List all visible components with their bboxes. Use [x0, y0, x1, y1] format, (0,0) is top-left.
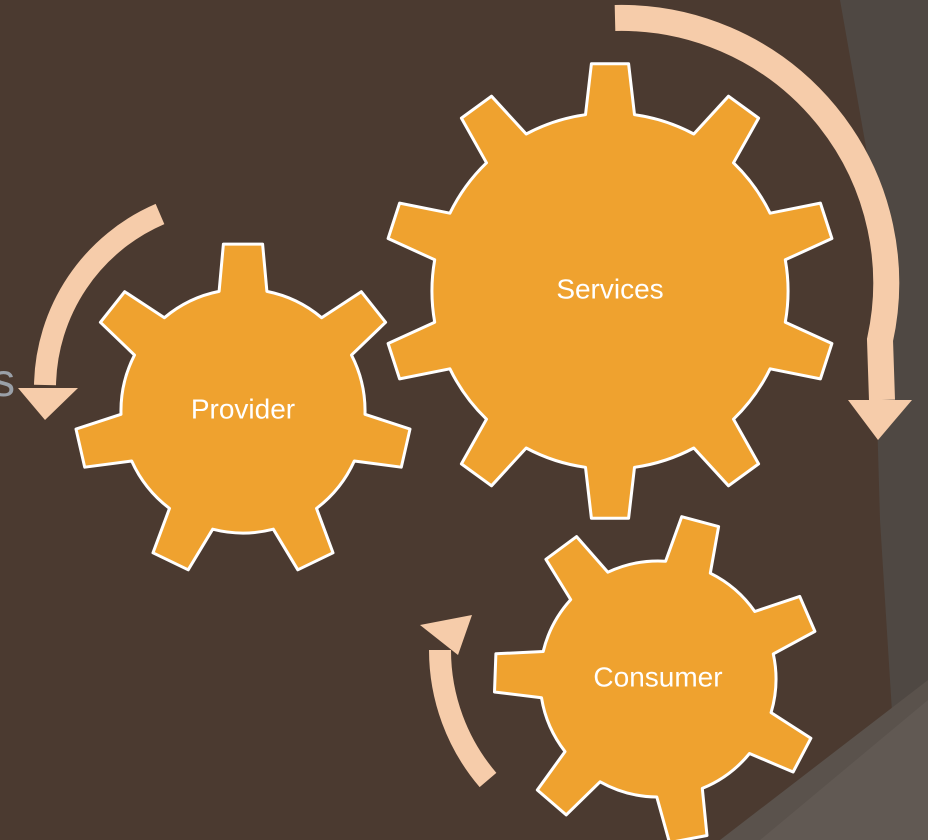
rotation-arrow-provider: [18, 203, 165, 420]
rotation-arrow-services: [614, 4, 912, 440]
edge-text: s: [0, 354, 15, 406]
rotation-arrow-consumer: [420, 615, 497, 788]
gear-consumer-body: [493, 515, 817, 840]
arrows: [18, 4, 912, 788]
bg-panel-bottom-shade: [760, 700, 928, 840]
gear-services-label: Services: [556, 273, 663, 304]
gear-services: Services: [386, 62, 834, 520]
gear-services-body: [386, 62, 834, 520]
gear-consumer: Consumer: [493, 515, 817, 840]
gear-consumer-label: Consumer: [593, 661, 722, 692]
gear-provider-body: [74, 242, 412, 572]
gear-provider-label: Provider: [191, 393, 295, 424]
gear-provider: Provider: [74, 242, 412, 572]
